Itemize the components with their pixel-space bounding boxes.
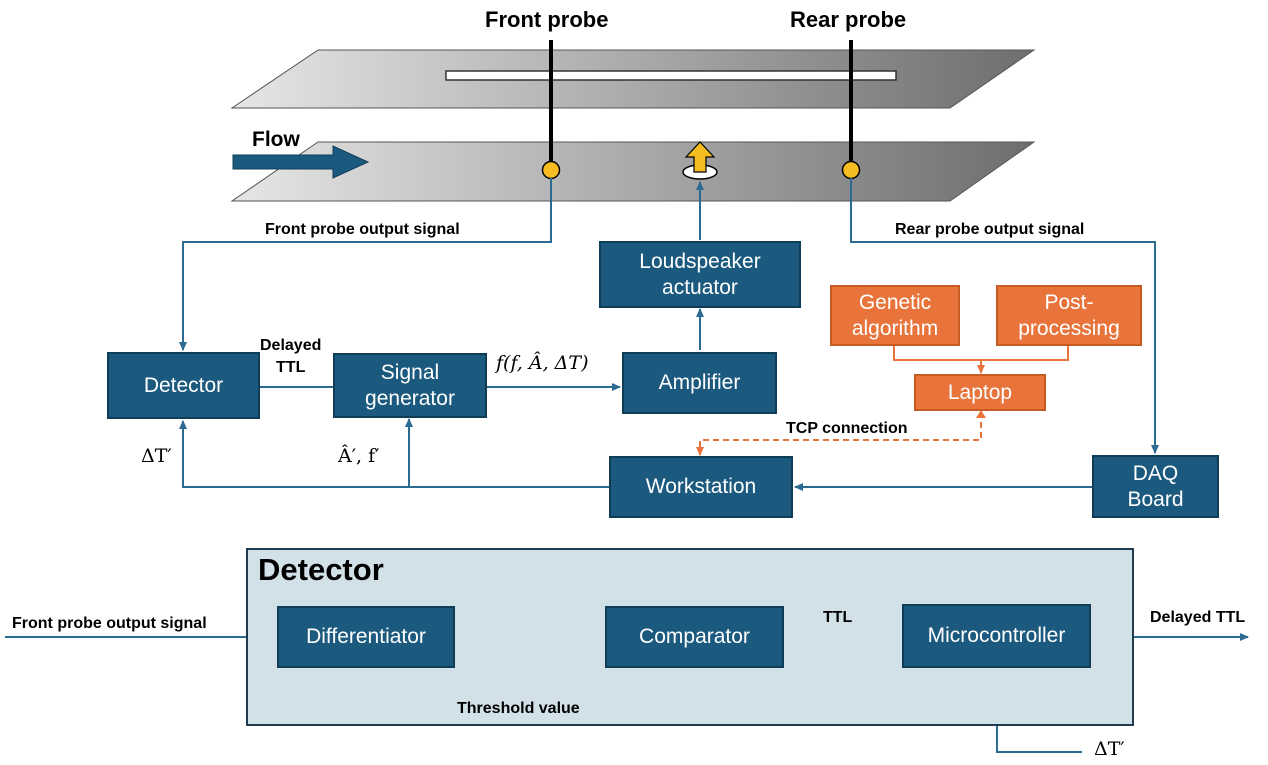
amplifier-label: Amplifier (658, 371, 741, 395)
rear-output-label: Rear probe output signal (895, 221, 1085, 238)
loudspeaker-actuator-block: Loudspeaker actuator (599, 241, 801, 308)
rear-probe-marker (841, 160, 861, 180)
tcp-arrow-up (976, 410, 986, 418)
loudspeaker-label: Loudspeaker actuator (639, 250, 761, 299)
genetic-algorithm-block: Genetic algorithm (830, 285, 960, 346)
signal-generator-block: Signal generator (333, 353, 487, 418)
panel-input-label: Front probe output signal (12, 615, 207, 632)
postprocessing-label: Post- processing (1018, 291, 1120, 340)
flow-arrow (232, 145, 370, 179)
bottom-plate (230, 141, 1036, 202)
signal-generator-label: Signal generator (365, 361, 455, 410)
postprocessing-block: Post- processing (996, 285, 1142, 346)
threshold-label: Threshold value (457, 700, 580, 717)
workstation-block: Workstation (609, 456, 793, 518)
flow-label: Flow (252, 128, 300, 151)
workstation-label: Workstation (645, 475, 757, 499)
function-label: f(f, Â, ΔT) (496, 352, 589, 374)
laptop-block: Laptop (914, 374, 1046, 411)
front-output-label: Front probe output signal (265, 221, 460, 238)
delta-t-label: ΔT′ (141, 445, 172, 467)
detector-block: Detector (107, 352, 260, 419)
amp-freq-label: Â′, f′ (338, 445, 380, 467)
laptop-label: Laptop (947, 380, 1013, 404)
tcp-connection-line (696, 412, 982, 456)
detector-panel-title: Detector (258, 552, 384, 587)
front-probe-marker (541, 160, 561, 180)
front-probe-label: Front probe (485, 7, 609, 32)
panel-ttl-label: TTL (823, 609, 853, 626)
daq-board-block: DAQ Board (1092, 455, 1219, 518)
panel-output-label: Delayed TTL (1150, 609, 1246, 626)
panel-delta-t-label: ΔT′ (1094, 738, 1125, 760)
amplifier-block: Amplifier (622, 352, 777, 414)
differentiator-block: Differentiator (277, 606, 455, 668)
rear-probe-to-daq (850, 178, 1159, 454)
workstation-to-detector (179, 420, 609, 488)
comparator-label: Comparator (639, 625, 750, 649)
delayed-ttl-label: Delayed TTL (260, 337, 322, 376)
detector-label: Detector (143, 373, 224, 397)
microcontroller-label: Microcontroller (927, 624, 1066, 648)
plate-slot (445, 70, 897, 81)
microcontroller-block: Microcontroller (902, 604, 1091, 668)
comparator-block: Comparator (605, 606, 784, 668)
daq-label: DAQ Board (1127, 462, 1184, 511)
tcp-label: TCP connection (786, 420, 908, 437)
rear-probe-label: Rear probe (790, 7, 907, 32)
actuator-up-arrow (684, 141, 716, 173)
differentiator-label: Differentiator (306, 625, 426, 649)
genetic-to-laptop (893, 346, 1069, 361)
front-probe-to-detector (179, 178, 552, 351)
genetic-label: Genetic algorithm (851, 291, 939, 340)
